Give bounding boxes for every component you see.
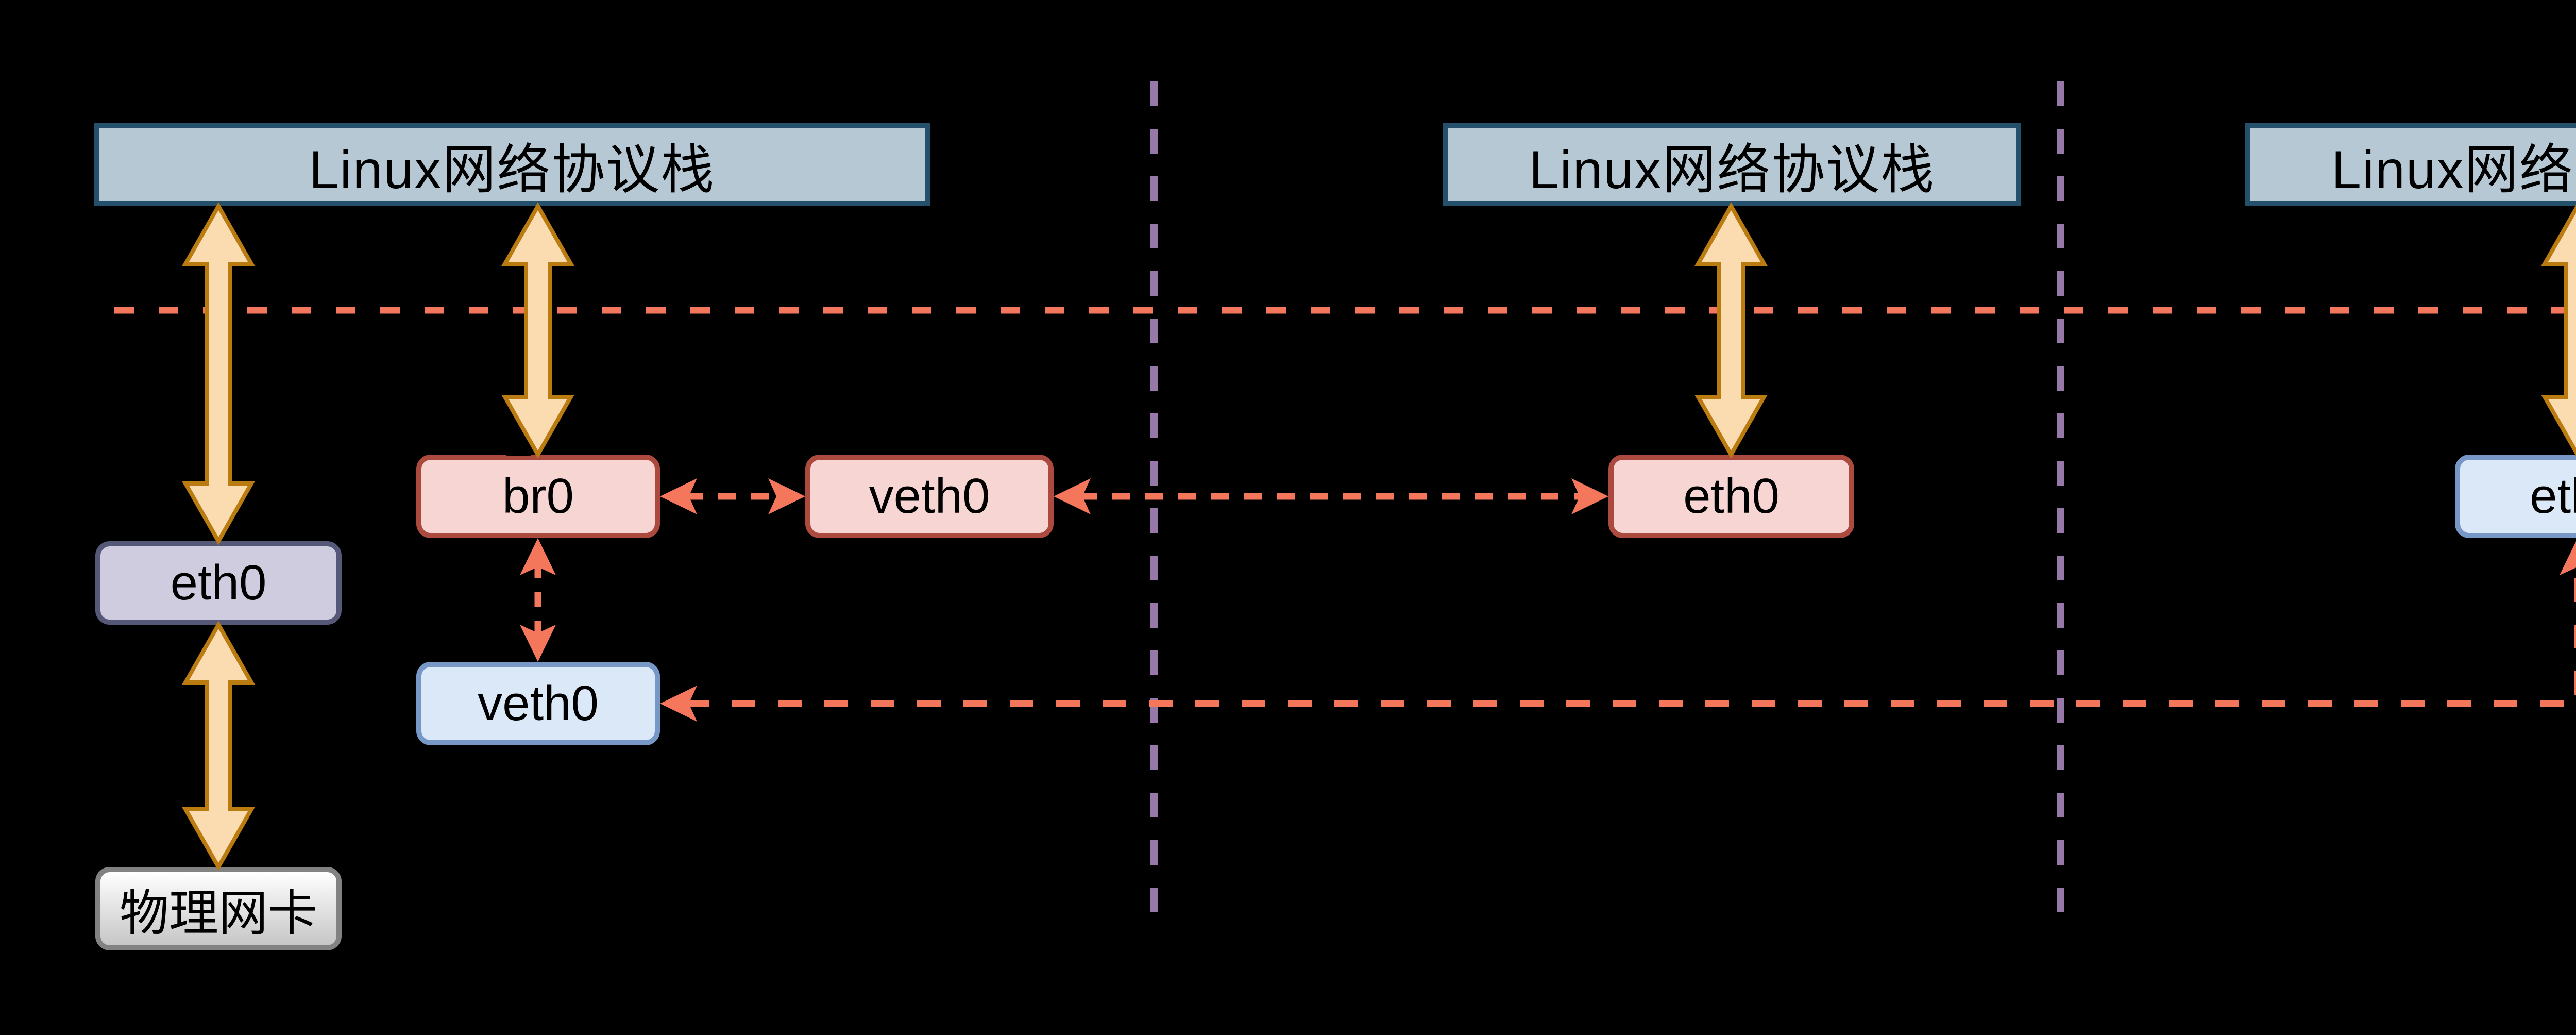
thick-arrow-stack-eth0ns2 <box>2541 205 2576 456</box>
arrowhead-into-eth0ns1-left <box>1571 478 1608 514</box>
node-physical-nic: 物理网卡 <box>95 867 342 950</box>
arrowhead-into-veth0-left <box>768 478 805 514</box>
arrowhead-into-veth0blue-right <box>660 686 697 722</box>
thick-arrow-eth0host-physicalnic <box>182 620 255 872</box>
dashed-connector-veth0blue-eth0ns2 <box>685 563 2576 707</box>
arrowhead-into-veth0blue-top <box>520 625 556 662</box>
protocol-stack-ns2: Linux网络协议栈 <box>2245 123 2576 206</box>
thick-arrow-stack-eth0ns1 <box>1694 202 1768 459</box>
node-veth0-host-peer: veth0 <box>416 662 660 745</box>
arrowhead-into-br0-right <box>660 478 697 514</box>
thick-arrow-stack-eth0host <box>182 202 255 546</box>
annotation-1: 1 <box>501 404 534 469</box>
node-eth0-host: eth0 <box>95 541 342 625</box>
node-veth0-bridge-peer: veth0 <box>805 455 1054 538</box>
arrowhead-into-br0-bottom <box>520 538 556 575</box>
arrowhead-into-eth0ns2-bottom <box>2560 541 2576 575</box>
protocol-stack-ns1: Linux网络协议栈 <box>1443 123 2021 206</box>
node-eth0-ns1: eth0 <box>1608 455 1854 538</box>
protocol-stack-host: Linux网络协议栈 <box>94 123 930 206</box>
node-eth0-ns2: eth0 <box>2455 455 2576 538</box>
arrowhead-into-veth0-right <box>1054 478 1091 514</box>
